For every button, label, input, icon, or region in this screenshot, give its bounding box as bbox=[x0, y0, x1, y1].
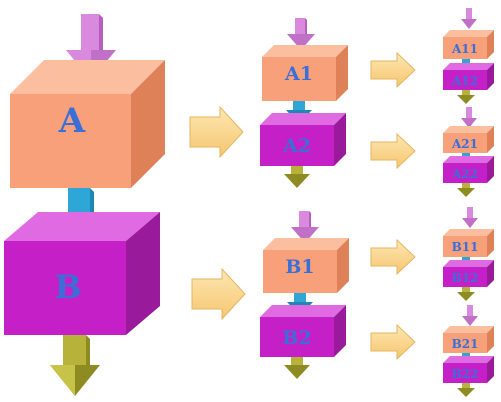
label-a1: A1 bbox=[284, 63, 313, 85]
input-arrow-b1 bbox=[291, 211, 319, 243]
label-b2: B2 bbox=[282, 327, 311, 349]
label-a21: A21 bbox=[451, 137, 478, 151]
transition-arrow-a2 bbox=[370, 132, 416, 170]
stack-a1-a2: A1 A2 bbox=[260, 18, 348, 188]
box-a2: A2 bbox=[260, 113, 346, 166]
box-a12: A12 bbox=[443, 63, 494, 90]
stack-b1-b2: B1 B2 bbox=[260, 211, 349, 379]
box-a1: A1 bbox=[262, 45, 348, 101]
box-b22: B22 bbox=[443, 356, 494, 383]
label-a2: A2 bbox=[282, 135, 311, 157]
label-b12: B12 bbox=[452, 271, 479, 285]
box-b11: B11 bbox=[443, 229, 494, 257]
label-b1: B1 bbox=[285, 256, 314, 278]
stack-a11-a12: A11 A12 bbox=[443, 8, 494, 104]
stack-b21-b22: B21 B22 bbox=[443, 305, 494, 397]
stack-a21-a22: A21 A22 bbox=[443, 107, 494, 197]
label-a: A bbox=[58, 101, 86, 141]
box-b21: B21 bbox=[443, 326, 494, 353]
box-a11: A11 bbox=[443, 30, 494, 59]
label-a11: A11 bbox=[451, 42, 478, 56]
box-b12: B12 bbox=[443, 260, 494, 287]
output-arrow-b bbox=[50, 335, 100, 396]
block-b-group: B bbox=[4, 212, 160, 396]
box-b: B bbox=[4, 212, 160, 335]
stack-b11-b12: B11 B12 bbox=[443, 207, 494, 301]
transition-arrow-b bbox=[191, 267, 246, 321]
label-a12: A12 bbox=[451, 74, 478, 88]
label-b: B bbox=[54, 268, 81, 306]
output-arrow-b2 bbox=[284, 357, 310, 379]
output-arrow-a2 bbox=[284, 166, 310, 188]
box-a: A bbox=[10, 60, 165, 188]
box-b1: B1 bbox=[263, 238, 349, 293]
block-a-group: A bbox=[10, 14, 165, 188]
label-b21: B21 bbox=[452, 337, 479, 351]
input-arrow-a1 bbox=[287, 18, 315, 50]
transition-arrow-b1 bbox=[370, 238, 416, 276]
label-b22: B22 bbox=[452, 367, 479, 381]
transition-arrow-a bbox=[189, 105, 244, 159]
transition-arrow-b2 bbox=[370, 323, 416, 361]
label-a22: A22 bbox=[451, 167, 478, 181]
transition-arrow-a1 bbox=[370, 51, 416, 89]
box-a22: A22 bbox=[443, 156, 494, 183]
box-a21: A21 bbox=[443, 126, 494, 153]
label-b11: B11 bbox=[452, 240, 479, 254]
box-b2: B2 bbox=[260, 305, 346, 357]
